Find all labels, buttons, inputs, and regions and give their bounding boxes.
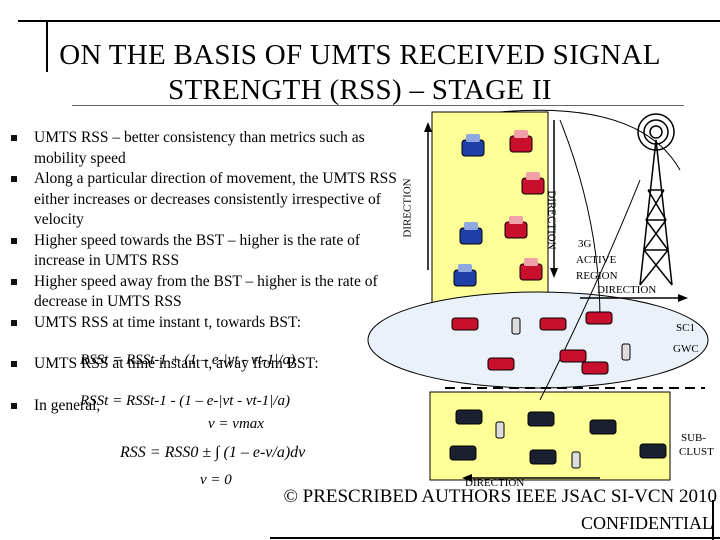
sc1-region xyxy=(367,291,709,389)
arrow-left-up-head xyxy=(424,122,432,132)
title-line-1: ON THE BASIS OF UMTS RECEIVED SIGNAL xyxy=(59,39,661,71)
car-blue xyxy=(461,134,485,157)
coverage-arc-3 xyxy=(559,119,601,321)
label-clust: CLUST xyxy=(679,446,714,458)
bullet-list: UMTS RSS – better consistency than metri… xyxy=(8,128,413,416)
top-rule-vertical xyxy=(46,20,48,72)
direction-label-bottom: DIRECTION xyxy=(465,477,525,489)
arrow-right-head xyxy=(678,294,688,302)
bullet-marker xyxy=(11,319,17,326)
title-line-2: STRENGTH (RSS) – STAGE II xyxy=(168,74,552,106)
car-red xyxy=(585,311,613,325)
equation-towards: RSSt = RSSt-1 + (1 – e-|vt - vt-1|/a) xyxy=(80,352,296,368)
car-black xyxy=(639,443,667,459)
bullet-item: Along a particular direction of movement… xyxy=(8,169,413,231)
footer-confidential: CONFIDENTIAL xyxy=(581,513,713,533)
label-3g: 3G xyxy=(578,238,592,250)
phone xyxy=(495,421,505,439)
bottom-rule xyxy=(270,537,720,539)
bullet-item: UMTS RSS at time instant t, away from BS… xyxy=(8,354,413,375)
phone xyxy=(571,451,581,469)
coverage-arc-1 xyxy=(499,109,681,171)
arrow-bottom-head xyxy=(462,474,472,482)
car-black xyxy=(527,411,555,427)
bullet-item: In general, xyxy=(8,396,413,417)
car-blue xyxy=(459,222,483,245)
direction-label-left: DIRECTION xyxy=(401,178,414,238)
bullet-marker xyxy=(11,135,17,141)
bullet-item: Higher speed away from the BST – higher … xyxy=(8,272,413,313)
bullet-item: UMTS RSS at time instant t, towards BST: xyxy=(8,313,413,334)
top-rule xyxy=(18,20,720,22)
car-blue xyxy=(453,264,477,287)
bullet-item: Higher speed towards the BST – higher is… xyxy=(8,231,413,272)
equation-general-main: RSS = RSS0 ± ∫ (1 – e-v/a)dv xyxy=(120,444,306,461)
car-red xyxy=(504,216,528,239)
direction-label-mid: DIRECTION xyxy=(545,190,558,250)
footer-copyright: © PRESCRIBED AUTHORS IEEE JSAC SI-VCN 20… xyxy=(283,486,717,507)
sub-cluster-area xyxy=(429,391,671,481)
phone xyxy=(621,343,631,361)
slide-title: ON THE BASIS OF UMTS RECEIVED SIGNAL STR… xyxy=(0,38,720,108)
bullet-marker xyxy=(11,176,17,182)
arrow-mid-down-head xyxy=(550,268,558,278)
car-black xyxy=(589,419,617,435)
bullet-marker xyxy=(11,361,17,367)
car-black xyxy=(529,449,557,465)
bullet-item: UMTS RSS – better consistency than metri… xyxy=(8,128,413,169)
bullet-marker xyxy=(11,402,17,409)
direction-label-right: DIRECTION xyxy=(597,284,657,296)
coverage-arc-2 xyxy=(539,179,641,401)
car-red xyxy=(487,357,515,371)
car-red xyxy=(451,317,479,331)
car-red xyxy=(559,349,587,363)
car-red xyxy=(521,172,545,195)
label-sub: SUB- xyxy=(681,432,707,444)
label-active: ACTIVE xyxy=(576,254,617,266)
bottom-rule-vertical xyxy=(712,500,714,540)
title-underline xyxy=(72,105,684,106)
equation-away: RSSt = RSSt-1 - (1 – e-|vt - vt-1|/a) xyxy=(80,393,290,409)
car-red xyxy=(509,130,533,153)
car-black xyxy=(449,445,477,461)
car-red xyxy=(519,258,543,281)
equation-general-upper: v = vmax xyxy=(208,416,264,432)
phone xyxy=(511,317,521,335)
car-red xyxy=(581,361,609,375)
bst-tower xyxy=(637,113,675,286)
car-black xyxy=(455,409,483,425)
bullet-marker xyxy=(11,278,17,285)
label-region: REGION xyxy=(576,270,618,282)
label-sc1: SC1 xyxy=(676,322,695,334)
bullet-marker xyxy=(11,237,17,244)
label-gwc: GWC xyxy=(673,343,699,355)
equation-general-lower: v = 0 xyxy=(200,472,232,488)
car-red xyxy=(539,317,567,331)
